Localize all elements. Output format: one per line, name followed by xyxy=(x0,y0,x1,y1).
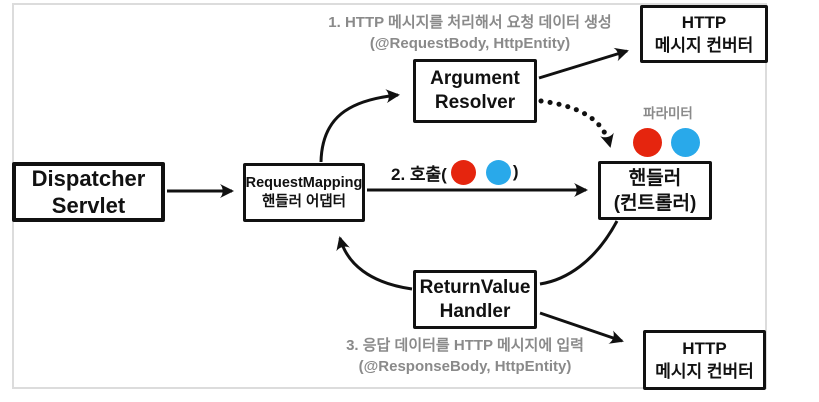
blue-parameter-dot xyxy=(671,128,700,157)
arrow-return-value-handler-to-http-converter-bottom xyxy=(539,311,624,344)
note-step3: 3. 응답 데이터를 HTTP 메시지에 입력 (@ResponseBody, … xyxy=(250,335,680,377)
box-return-value-handler-line2: Handler xyxy=(439,300,511,322)
note-step3-line2: (@ResponseBody, HttpEntity) xyxy=(358,358,572,375)
call-step-suffix: ) xyxy=(512,162,519,181)
box-argument-resolver-line2: Resolver xyxy=(434,92,516,113)
box-argument-resolver: Argument Resolver xyxy=(413,59,537,123)
red-argument-dot xyxy=(450,159,476,185)
note-step1-line1: 1. HTTP 메시지를 처리해서 요청 데이터 생성 xyxy=(328,14,612,31)
note-step1: 1. HTTP 메시지를 처리해서 요청 데이터 생성 (@RequestBod… xyxy=(250,12,690,54)
box-request-mapping-adapter: RequestMapping 핸들러 어댑터 xyxy=(243,163,365,222)
box-return-value-handler: ReturnValue Handler xyxy=(413,270,537,329)
blue-argument-dot xyxy=(485,159,511,185)
box-dispatcher-servlet: Dispatcher Servlet xyxy=(12,162,165,222)
box-handler-controller-line2: (컨트롤러) xyxy=(613,192,697,214)
note-step3-line1: 3. 응답 데이터를 HTTP 메시지에 입력 xyxy=(346,337,584,354)
box-request-mapping-adapter-line2: 핸들러 어댑터 xyxy=(261,193,347,210)
box-handler-controller-line1: 핸들러 xyxy=(628,167,682,189)
box-http-message-converter-top-line1: HTTP xyxy=(681,13,727,32)
blue-argument-dot-icon xyxy=(485,159,511,185)
parameter-label: 파라미터 xyxy=(643,106,693,121)
arrow-argument-resolver-to-handler-dotted xyxy=(538,98,614,149)
red-parameter-dot xyxy=(633,128,662,157)
box-http-message-converter-bottom-line1: HTTP xyxy=(682,339,727,358)
box-dispatcher-servlet-line2: Servlet xyxy=(51,193,126,218)
red-parameter-dot-icon xyxy=(633,128,662,157)
box-argument-resolver-line1: Argument xyxy=(430,68,520,89)
box-http-message-converter-bottom-line2: 메시지 컨버터 xyxy=(655,362,754,381)
arrow-argument-resolver-to-http-converter-top xyxy=(538,47,629,80)
box-handler-controller: 핸들러 (컨트롤러) xyxy=(598,161,712,220)
arrow-return-value-handler-to-adapter xyxy=(336,236,413,291)
note-step1-line2: (@RequestBody, HttpEntity) xyxy=(369,35,571,52)
parameter-dots xyxy=(633,128,700,157)
red-argument-dot-icon xyxy=(450,159,476,185)
call-step-prefix: 2. 호출( xyxy=(391,164,447,184)
box-dispatcher-servlet-line1: Dispatcher xyxy=(31,166,146,191)
box-http-message-converter-top-line2: 메시지 컨버터 xyxy=(654,36,754,55)
blue-parameter-dot-icon xyxy=(671,128,700,157)
call-step-label: 2. 호출( ) xyxy=(391,158,519,186)
curve-handler-to-return-value-handler xyxy=(539,220,619,286)
box-request-mapping-adapter-line1: RequestMapping xyxy=(245,174,363,191)
box-http-message-converter-top: HTTP 메시지 컨버터 xyxy=(640,5,768,63)
arrow-adapter-to-argument-resolver xyxy=(319,89,400,163)
box-return-value-handler-line1: ReturnValue xyxy=(419,276,531,298)
box-http-message-converter-bottom: HTTP 메시지 컨버터 xyxy=(643,330,766,390)
